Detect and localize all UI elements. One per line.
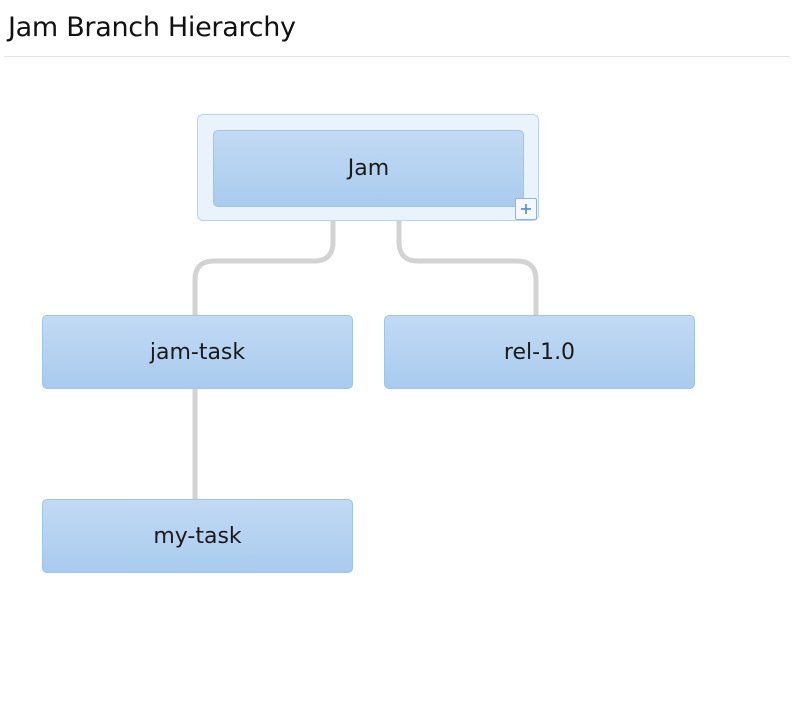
branch-node-jam-task[interactable]: jam-task (42, 315, 353, 389)
connector-jam-to-jam-task (192, 204, 336, 318)
branch-node-label: rel-1.0 (503, 339, 576, 365)
title-divider (4, 56, 790, 57)
branch-node-jam[interactable]: Jam (213, 130, 524, 207)
branch-node-my-task[interactable]: my-task (42, 499, 353, 573)
panel-title: Jam Branch Hierarchy (8, 12, 296, 43)
plus-icon (521, 204, 531, 214)
branch-node-label: my-task (153, 523, 242, 549)
branch-node-label: Jam (347, 156, 390, 181)
branch-hierarchy-canvas: Jam jam-task rel-1.0 my-task (0, 57, 794, 707)
branch-node-label: jam-task (149, 339, 246, 365)
expand-toggle-button[interactable] (515, 198, 537, 220)
branch-node-rel-1-0[interactable]: rel-1.0 (384, 315, 695, 389)
connector-jam-to-rel-1-0 (396, 204, 539, 318)
connector-lines (192, 204, 539, 502)
